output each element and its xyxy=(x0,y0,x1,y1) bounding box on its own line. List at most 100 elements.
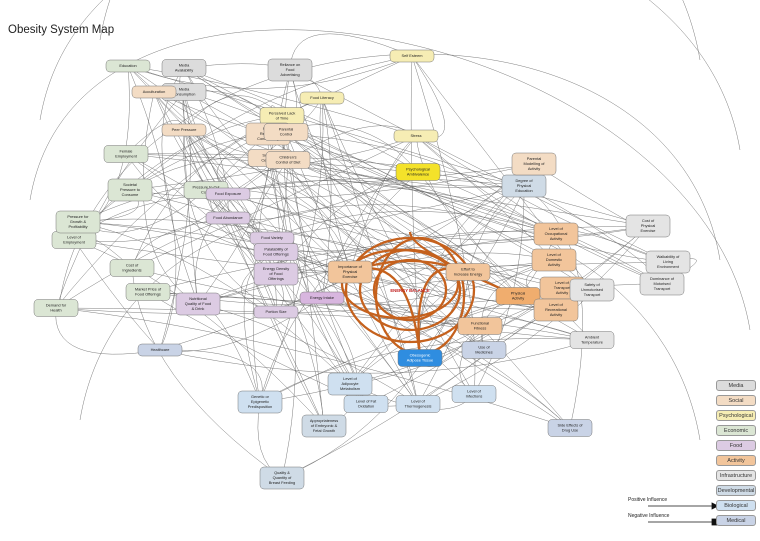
factor-label: Food Literacy xyxy=(310,95,334,100)
factor-label: Transport xyxy=(654,286,671,291)
factor-label: of Food xyxy=(269,271,282,276)
influence-link xyxy=(271,237,555,268)
factor-label: Increase Energy xyxy=(454,272,482,277)
legend-developmental: Developmental xyxy=(716,485,756,496)
influence-link xyxy=(275,261,669,275)
factor-label: Perceived Lack xyxy=(269,111,296,116)
factor-label: Side Effects of xyxy=(557,423,583,428)
influence-link xyxy=(227,193,649,241)
factor-label: Ambient xyxy=(585,335,600,340)
influence-link xyxy=(127,65,475,395)
influence-link xyxy=(147,225,649,293)
influence-link xyxy=(131,267,593,341)
factor-label: Children's xyxy=(279,155,296,160)
factor-label: Fitness xyxy=(474,326,487,331)
factor-label: Effort to xyxy=(461,267,475,272)
influence-link xyxy=(281,115,571,429)
factor-node: Healthcare xyxy=(137,343,183,357)
factor-label: Exercise xyxy=(641,228,656,233)
influence-link xyxy=(125,153,649,227)
influence-link xyxy=(153,91,525,187)
factor-label: Control xyxy=(280,132,293,137)
factor-label: Food Abundance xyxy=(213,215,242,220)
factor-node: Food Literacy xyxy=(299,91,345,105)
influence-link xyxy=(257,401,283,479)
factor-label: Unmotorised xyxy=(581,287,603,292)
legend-food: Food xyxy=(716,440,756,451)
factor-box xyxy=(511,152,557,176)
factor-label: Adipocyte xyxy=(341,381,358,386)
factor-box xyxy=(107,178,153,202)
influence-link xyxy=(79,204,701,441)
factor-label: Control of Diet xyxy=(276,160,302,165)
influence-link xyxy=(77,221,351,273)
factor-box xyxy=(131,85,177,99)
influence-link xyxy=(289,33,413,71)
energy-balance-label: ENERGY BALANCE xyxy=(390,288,429,293)
factor-label: Epigenetic xyxy=(251,399,269,404)
influence-link xyxy=(417,225,649,405)
factor-label: Media xyxy=(179,87,190,92)
factor-label: of Time xyxy=(276,116,289,121)
factor-label: Degree of xyxy=(515,178,533,183)
factor-label: Level of xyxy=(343,376,358,381)
factor-label: Quality of Food xyxy=(185,301,211,306)
factor-box xyxy=(55,210,101,234)
influence-link xyxy=(129,163,535,200)
legend-economic: Economic xyxy=(716,425,756,436)
influence-link xyxy=(281,115,519,297)
influence-link xyxy=(289,69,669,263)
factor-box xyxy=(533,222,579,246)
influence-link xyxy=(271,237,571,429)
influence-link xyxy=(39,0,741,151)
influence-link xyxy=(319,97,351,273)
influence-link xyxy=(129,55,413,191)
factor-box xyxy=(175,292,221,316)
factor-label: Food Offerings xyxy=(135,292,161,297)
factor-label: Parental xyxy=(527,156,542,161)
factor-node: Food Exposure xyxy=(205,187,251,201)
factor-box xyxy=(457,317,503,335)
factor-label: Employment xyxy=(115,154,138,159)
influence-link xyxy=(125,153,525,187)
factor-box xyxy=(253,243,299,261)
energy-balance-ring xyxy=(344,236,476,344)
influence-link xyxy=(183,67,555,261)
influence-link xyxy=(183,129,277,313)
factor-box xyxy=(267,58,313,82)
factor-box xyxy=(205,187,251,201)
factor-label: Palatability of xyxy=(264,247,288,252)
factor-label: Quantity of xyxy=(273,475,293,480)
factor-label: Physical xyxy=(511,291,526,296)
influence-link xyxy=(197,303,261,403)
factor-label: Quality & xyxy=(274,470,290,475)
energy-balance-ring xyxy=(374,236,466,356)
factor-box xyxy=(531,248,577,272)
factor-box xyxy=(33,299,79,317)
factor-label: Level of xyxy=(549,302,564,307)
factor-label: Cost of xyxy=(126,263,139,268)
influence-link xyxy=(415,135,663,285)
factor-label: Safety of xyxy=(584,282,600,287)
influence-link xyxy=(183,67,557,311)
factor-label: Education xyxy=(119,63,136,68)
positive-arrow-icon xyxy=(711,502,719,510)
factor-label: Genetic or xyxy=(251,394,270,399)
factor-label: Transport xyxy=(584,292,601,297)
factor-box xyxy=(393,129,439,143)
influence-link xyxy=(77,221,351,385)
factor-label: Healthcare xyxy=(151,347,170,352)
factor-node: Food Variety xyxy=(249,231,295,245)
